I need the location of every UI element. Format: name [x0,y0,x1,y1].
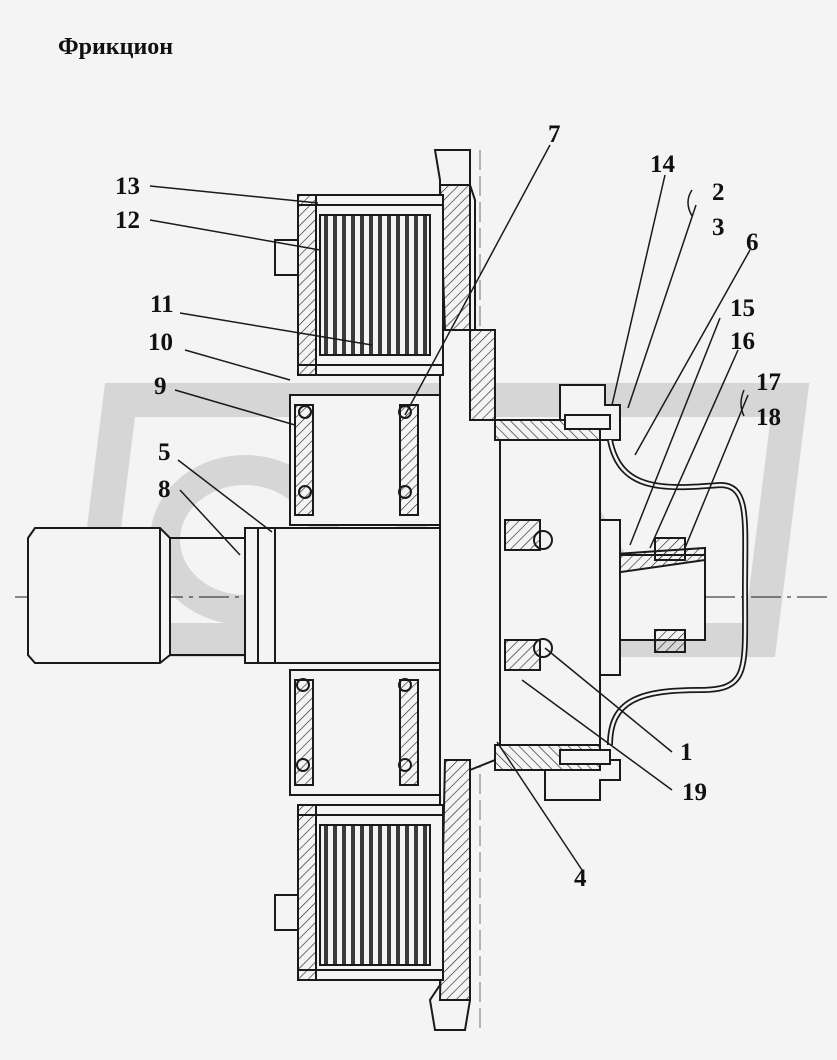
callout-16: 16 [730,328,755,355]
callout-5: 5 [158,439,171,466]
callout-4: 4 [574,865,587,892]
callout-11: 11 [150,291,174,318]
page-title: Фрикцион [58,34,174,60]
callout-3: 3 [712,214,725,241]
bearing-housing [499,439,601,746]
main-shaft [244,527,461,664]
callout-15: 15 [730,295,755,322]
callout-14: 14 [650,151,676,178]
clutch-body [27,149,749,1031]
callout-13: 13 [115,173,140,200]
callout-19: 19 [682,779,707,806]
callout-1: 1 [680,739,693,766]
callout-labels: 13 12 11 10 9 5 8 7 14 2 3 6 15 16 17 18… [115,121,781,892]
callout-8: 8 [158,476,171,503]
callout-17: 17 [756,369,781,396]
callout-18: 18 [756,404,781,431]
callout-10: 10 [148,329,173,356]
leader-lines [149,144,751,871]
callout-7: 7 [548,121,561,148]
callout-2: 2 [712,179,725,206]
callout-6: 6 [746,229,759,256]
callout-9: 9 [154,373,167,400]
input-shaft-end [27,527,171,664]
callout-12: 12 [115,207,140,234]
